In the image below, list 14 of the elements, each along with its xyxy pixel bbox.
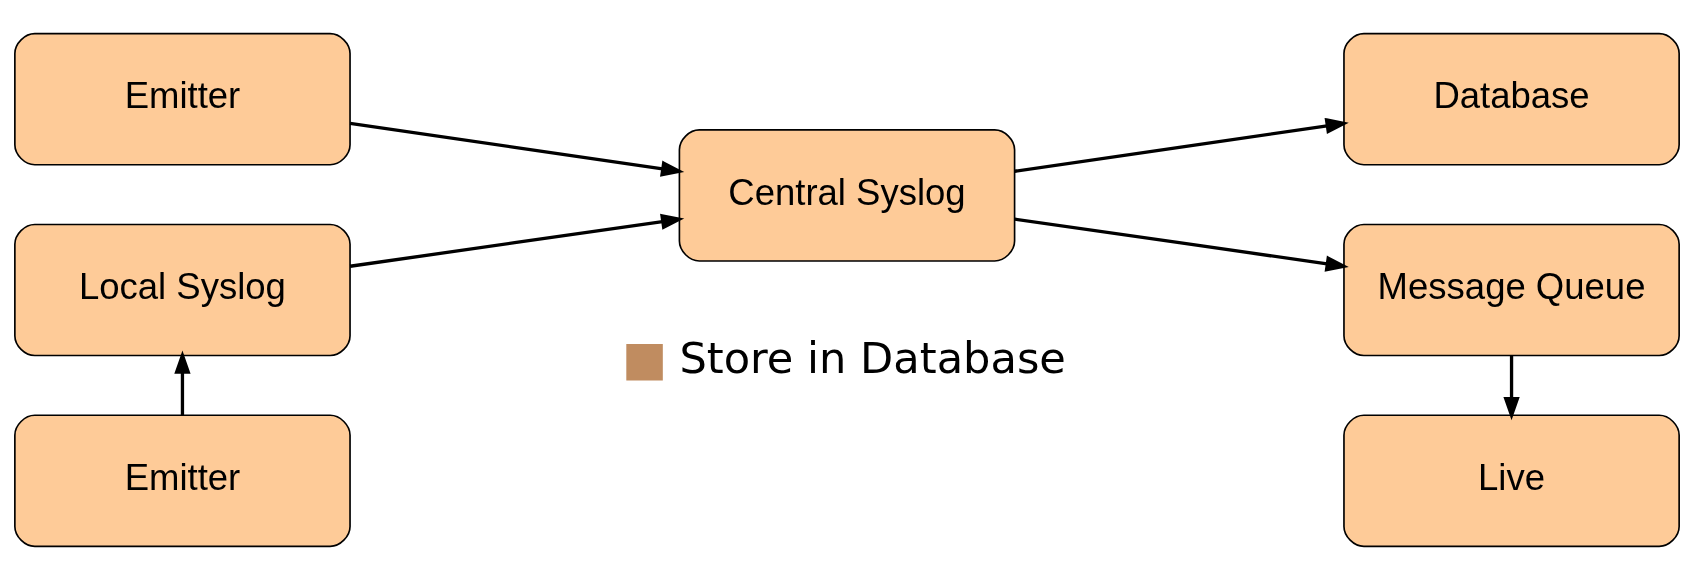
node-box: Local Syslog xyxy=(14,223,351,357)
arrow xyxy=(349,121,685,177)
arrow xyxy=(174,350,191,416)
legend-label: Store in Database xyxy=(679,332,1066,383)
arrow xyxy=(349,213,685,268)
node-box: Emitter xyxy=(14,32,351,166)
arrow xyxy=(1014,117,1349,173)
node-box: Central Syslog xyxy=(678,129,1016,262)
node-box: Database xyxy=(1343,32,1680,166)
arrow xyxy=(1503,355,1520,421)
node-box: Live xyxy=(1343,414,1680,548)
node-box: Message Queue xyxy=(1343,223,1680,357)
node-box: Emitter xyxy=(14,414,351,548)
arrow xyxy=(1014,217,1349,272)
